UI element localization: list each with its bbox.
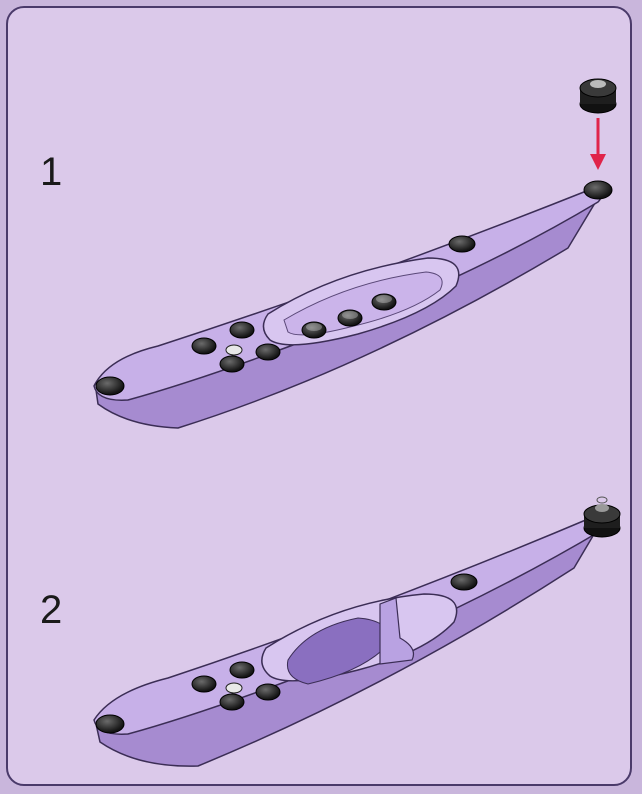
step-2-kayak	[94, 497, 620, 766]
down-arrow-icon	[590, 118, 606, 170]
step-1-kayak	[94, 79, 616, 428]
round-plate-icon	[580, 79, 616, 113]
instruction-illustration	[8, 8, 632, 786]
round-plate-icon	[584, 497, 620, 537]
instruction-panel: 1 2	[6, 6, 632, 786]
